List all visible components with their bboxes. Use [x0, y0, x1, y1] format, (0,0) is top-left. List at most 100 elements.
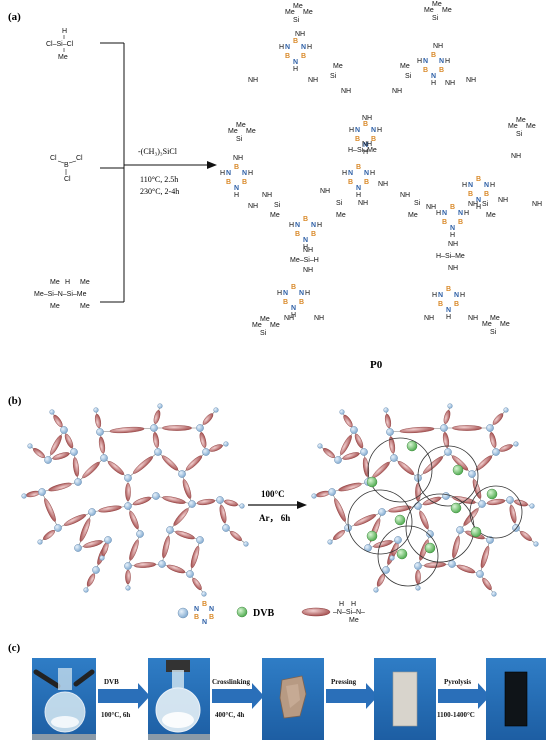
hydrogen-atom: H [417, 58, 422, 65]
silazane-link [64, 433, 74, 449]
borazine-node [350, 426, 358, 434]
boron-atom: B [442, 219, 447, 226]
legend-link-icon [301, 607, 331, 617]
borazine-node [476, 570, 484, 578]
step-1-bottom-label: 100°C, 6h [101, 711, 130, 719]
silazane-link [388, 436, 396, 454]
atom-label: NH [362, 115, 372, 122]
borazine-node [339, 409, 345, 415]
methyl-label: Me [303, 9, 313, 16]
svg-text:N: N [194, 606, 199, 613]
atom-label: NH [468, 201, 478, 208]
borazine-node [92, 566, 100, 574]
boron-atom: B [364, 179, 369, 186]
borazine-node [394, 536, 402, 544]
nitrogen-atom: N [355, 127, 360, 134]
hydrogen-atom: H [248, 170, 253, 177]
step-3-top-label: Pressing [331, 678, 357, 686]
borazine-node [188, 500, 196, 508]
borazine-node [223, 441, 229, 447]
silazane-link [499, 444, 513, 452]
borazine-node [27, 443, 33, 449]
nitrogen-atom: N [234, 185, 239, 192]
atom-label: NH [284, 315, 294, 322]
borazine-node [93, 407, 99, 413]
legend-node-ball-icon [177, 607, 189, 619]
borazine-node [100, 454, 108, 462]
hydrogen-atom: H [445, 58, 450, 65]
network-after-crosslinking [311, 403, 539, 597]
hydrogen-atom: H [460, 292, 465, 299]
methyl-label: Me [260, 316, 270, 323]
dvb-molecule [366, 530, 378, 542]
nitrogen-atom: N [458, 210, 463, 217]
nitrogen-atom: N [439, 58, 444, 65]
nitrogen-atom: N [468, 182, 473, 189]
borazine-node [415, 585, 421, 591]
boron-atom: B [303, 216, 308, 223]
nitrogen-atom: N [291, 305, 296, 312]
silazane-link [202, 413, 214, 425]
silazane-link [230, 530, 242, 542]
hydrogen-atom: H [431, 80, 436, 87]
silazane-link [384, 413, 392, 429]
borazine-node [216, 496, 224, 504]
svg-text:B: B [194, 614, 199, 621]
reagent-atom: Me [58, 54, 68, 61]
borazine-node [49, 409, 55, 415]
atom-label: NH [392, 88, 402, 95]
borazine-node [38, 488, 46, 496]
silazane-link [354, 433, 364, 449]
silazane-link [43, 530, 55, 540]
atom-label: Si [482, 201, 489, 208]
silazane-link [338, 482, 362, 492]
dvb-crosslink-ring [367, 437, 433, 503]
methyl-label: Me [490, 315, 500, 322]
borazine-node [442, 492, 450, 500]
silazane-link [98, 505, 122, 513]
atom-label: Me [333, 63, 343, 70]
atom-label: NH [424, 315, 434, 322]
boron-atom: B [355, 136, 360, 143]
silazane-link [415, 482, 421, 502]
silazane-link [44, 498, 56, 522]
methyl-label: Me [432, 1, 442, 8]
silazane-link [190, 545, 200, 569]
silazane-link [125, 482, 131, 502]
borazine-node [478, 500, 486, 508]
borazine-node [150, 424, 158, 432]
methyl-label: Me [500, 321, 510, 328]
borazine-node [533, 541, 539, 547]
silazane-link [33, 448, 45, 458]
borazine-node [60, 426, 68, 434]
silazane-link [452, 535, 460, 559]
boron-atom: B [438, 301, 443, 308]
atom-label: NH [511, 153, 521, 160]
reagent-atom: H [65, 279, 70, 286]
methyl-label: Me [293, 3, 303, 10]
product-name-label: P0 [370, 359, 383, 371]
svg-text:N: N [202, 619, 207, 626]
borazine-node [202, 448, 210, 456]
nitrogen-atom: N [295, 222, 300, 229]
silazane-link [423, 562, 447, 568]
reagent-atom: B [64, 162, 69, 169]
atom-label: NH [320, 188, 330, 195]
silazane-link [343, 414, 353, 428]
process-step-4: Pyrolysis 1100-1400°C [437, 678, 490, 719]
silazane-link [340, 435, 352, 455]
boron-atom: B [295, 231, 300, 238]
boron-atom: B [226, 179, 231, 186]
silazane-link [423, 456, 443, 474]
silicon-atom: Si [236, 136, 243, 143]
atom-label: Me–Si–H [290, 257, 319, 264]
borazine-node [513, 441, 519, 447]
silazane-link [397, 461, 415, 475]
legend: B N N B B N DVB H H –N–Si–N– Me [177, 601, 365, 626]
legend-dvb-icon [236, 606, 248, 618]
silazane-link [514, 499, 528, 507]
